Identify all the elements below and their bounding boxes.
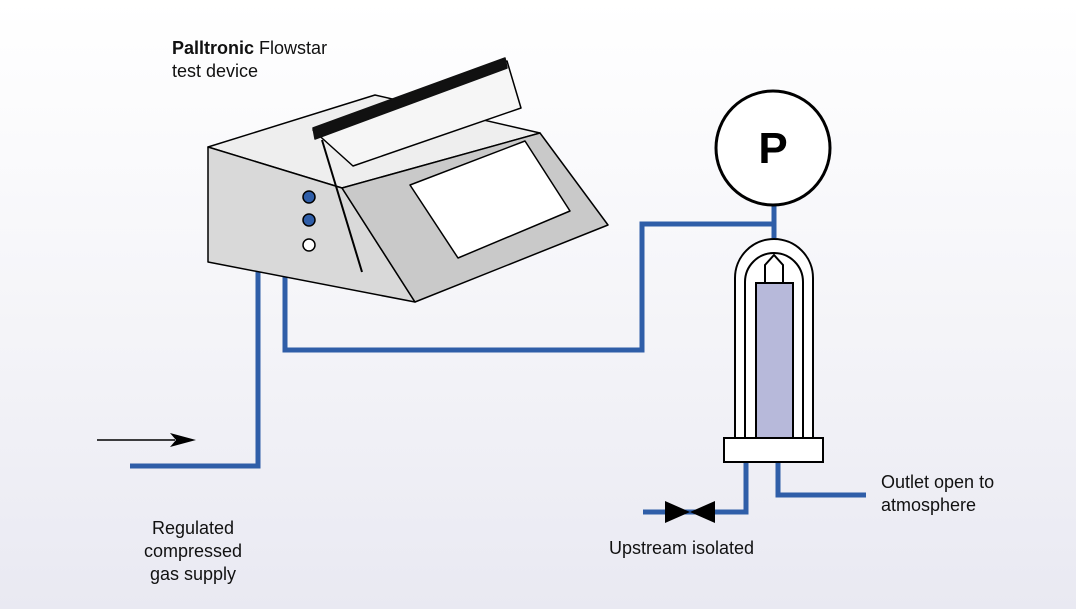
- device-label: Palltronic Flowstar test device: [172, 37, 327, 83]
- supply-label: Regulated compressed gas supply: [128, 517, 258, 586]
- upstream-pipe: [643, 460, 749, 515]
- outlet-pipe: [775, 460, 866, 498]
- test-device: [207, 57, 609, 303]
- device-screen: [409, 140, 571, 259]
- valve-icon: [665, 501, 715, 523]
- upstream-label: Upstream isolated: [609, 538, 755, 558]
- gauge-symbol: P: [758, 124, 787, 173]
- outlet-label-line1: Outlet open to: [881, 472, 995, 492]
- port-test: [302, 213, 316, 227]
- housing-base: [723, 437, 824, 463]
- device-model: Flowstar: [259, 38, 328, 58]
- supply-label-line1: Regulated: [151, 518, 235, 538]
- outlet-label: Outlet open to atmosphere: [881, 471, 994, 517]
- device-lid-bar: [312, 57, 508, 140]
- port-supply: [302, 190, 316, 204]
- supply-label-line2: compressed: [143, 541, 243, 561]
- outlet-label-line2: atmosphere: [881, 495, 977, 515]
- port-spare: [302, 238, 316, 252]
- filter-housing: [723, 238, 824, 463]
- filter-cartridge: [755, 282, 794, 439]
- device-lid-support: [321, 139, 363, 273]
- cartridge-vent: [764, 253, 784, 284]
- device-brand: Palltronic: [172, 38, 255, 58]
- supply-label-line3: gas supply: [149, 564, 237, 584]
- pressure-gauge: P: [714, 89, 832, 207]
- supply-arrow: [97, 433, 196, 447]
- device-label-line2: test device: [172, 61, 259, 81]
